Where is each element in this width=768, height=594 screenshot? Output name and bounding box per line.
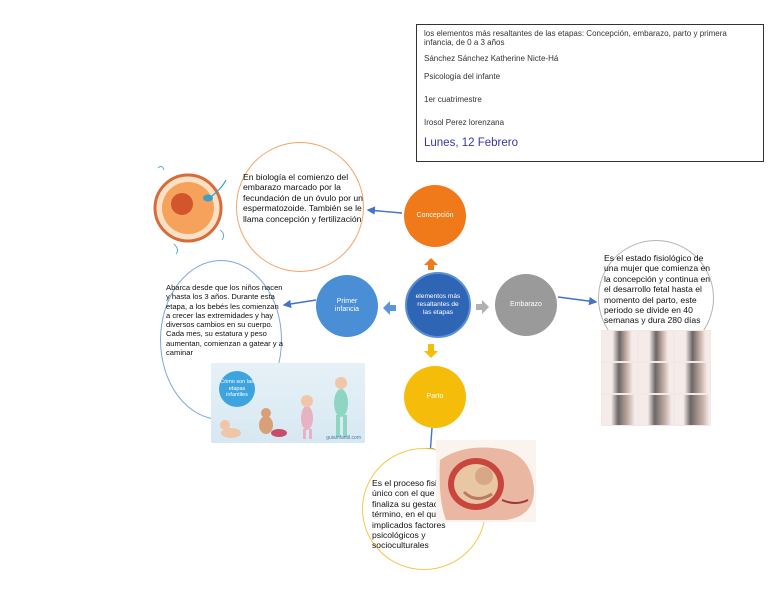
- parto-description: Es el proceso fisiológico único con el q…: [372, 478, 468, 551]
- embarazo-description: Es el estado fisiológico de una mujer qu…: [604, 253, 711, 326]
- info-subject: Psicología del infante: [424, 72, 501, 81]
- arrow-left-blue: [383, 301, 396, 315]
- concepcion-description-circle: [236, 142, 364, 272]
- egg-sperm-illustration: [153, 165, 227, 255]
- concepcion-node[interactable]: Concepción: [404, 185, 466, 247]
- infant-stages-image: Cómo son las etapas infantiles guiainfan…: [211, 363, 365, 443]
- link-embarazo: [557, 296, 598, 306]
- arrow-up-orange: [424, 258, 438, 270]
- infancia-node[interactable]: Primer infancia: [316, 275, 378, 337]
- info-teacher: Irosol Perez lorenzana: [424, 118, 505, 127]
- arrow-right-gray: [476, 300, 489, 314]
- link-infancia: [282, 299, 317, 309]
- babies-illustration: [220, 377, 348, 439]
- info-box: los elementos más resaltantes de las eta…: [416, 24, 764, 162]
- birth-illustration: [436, 440, 536, 522]
- infant-image-watermark: guiainfantil.com: [326, 435, 361, 441]
- infant-image-badge: Cómo son las etapas infantiles: [219, 371, 255, 407]
- embarazo-node[interactable]: Embarazo: [495, 274, 557, 336]
- parto-node[interactable]: Parto: [404, 366, 466, 428]
- infancia-description: Abarca desde que los niños nacen y hasta…: [166, 283, 283, 358]
- info-date: Lunes, 12 Febrero: [424, 137, 518, 149]
- center-node[interactable]: elementos más resaltantes de las etapas: [405, 272, 471, 338]
- info-term: 1er cuatrimestre: [424, 95, 482, 104]
- pregnancy-photo-grid: [601, 330, 711, 426]
- arrow-down-gold: [424, 344, 438, 358]
- link-concepcion: [366, 206, 403, 215]
- info-author: Sánchez Sánchez Katherine Nicte-Há: [424, 54, 559, 63]
- info-title-line: los elementos más resaltantes de las eta…: [424, 29, 727, 47]
- concepcion-description: En biología el comienzo del embarazo mar…: [243, 172, 363, 224]
